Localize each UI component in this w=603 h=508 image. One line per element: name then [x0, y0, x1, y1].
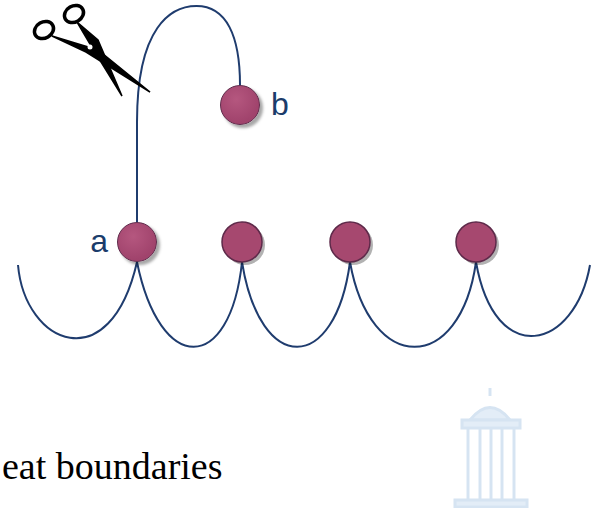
node-circle: a — [117, 222, 157, 262]
old-well-watermark — [455, 388, 527, 507]
scissors-icon — [31, 2, 150, 96]
scallop-line — [18, 262, 590, 347]
node-label: b — [271, 88, 289, 120]
node-label: a — [90, 225, 108, 257]
slide-text: eat boundaries — [2, 446, 223, 488]
hidden-circles — [222, 222, 499, 265]
node-circle: b — [220, 85, 260, 125]
